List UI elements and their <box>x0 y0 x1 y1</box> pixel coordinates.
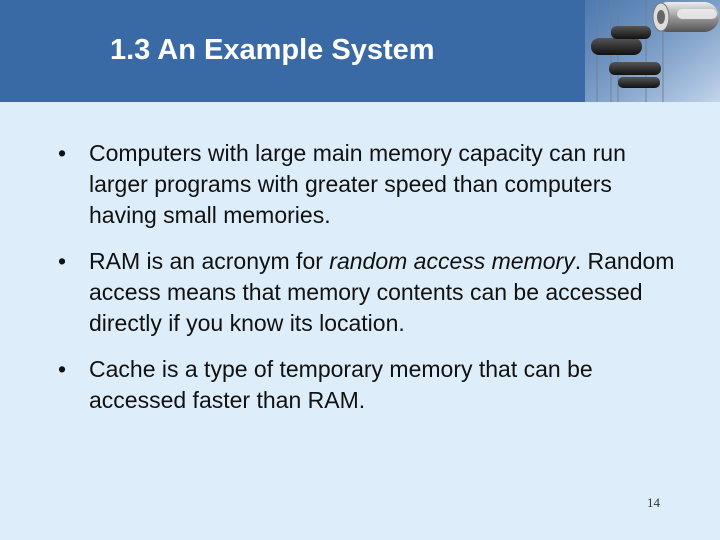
bullet-item-ram-definition: • RAM is an acronym for random access me… <box>55 246 675 339</box>
bullet-item-main-memory: • Computers with large main memory capac… <box>55 138 675 231</box>
memory-chip-header-image <box>555 0 720 102</box>
bullet-text-main-memory: Computers with large main memory capacit… <box>89 140 626 228</box>
bullet-text-cache: Cache is a type of temporary memory that… <box>89 356 593 413</box>
random-access-memory-term: random access memory <box>329 248 575 274</box>
slide-title: 1.3 An Example System <box>110 34 435 66</box>
bullet-item-cache: • Cache is a type of temporary memory th… <box>55 354 675 416</box>
ram-text-after: . Random access means that memory conten… <box>89 248 675 336</box>
slide-header: 1.3 An Example System <box>0 0 720 102</box>
slide-content: • Computers with large main memory capac… <box>55 138 675 431</box>
bullet-icon: • <box>58 140 67 166</box>
bullet-icon: • <box>58 248 67 274</box>
page-number: 14 <box>647 495 660 510</box>
bullet-icon: • <box>58 356 67 382</box>
bullet-text-ram-definition: RAM is an acronym for random access memo… <box>89 246 675 339</box>
ram-text-before: RAM is an acronym for <box>89 248 330 274</box>
